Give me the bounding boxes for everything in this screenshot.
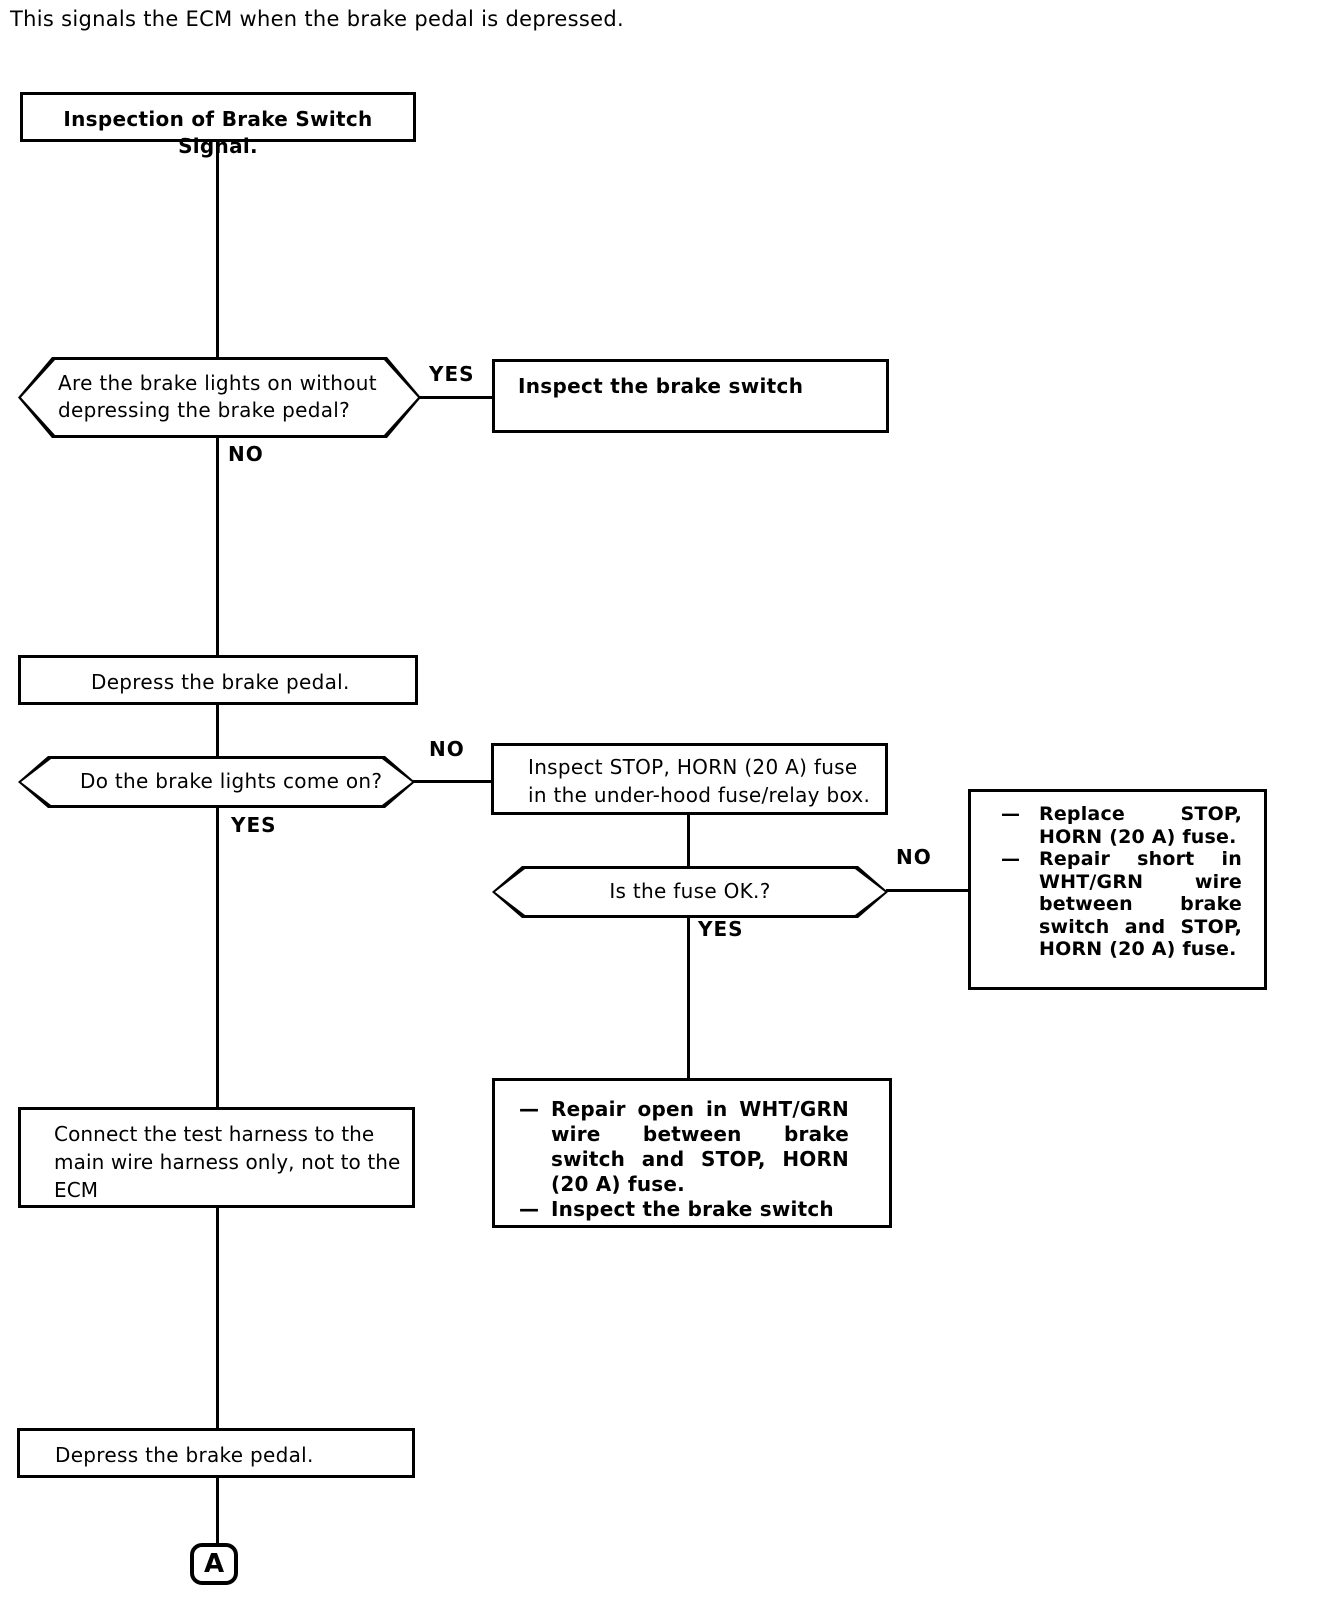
action-inspect-brake-switch: Inspect the brake switch (492, 359, 889, 433)
action-label: Depress the brake pedal. (55, 1443, 314, 1467)
action-label: Depress the brake pedal. (91, 670, 350, 694)
decision-brake-lights-without: Are the brake lights on without depressi… (18, 357, 421, 438)
action-text-line: Inspect STOP, HORN (20 A) fuse (528, 755, 858, 779)
intro-text: This signals the ECM when the brake peda… (10, 7, 624, 31)
edge-connect-to-depress2 (216, 1208, 219, 1428)
connector-a-label: A (203, 1549, 225, 1579)
action-replace-fuse: — Replace STOP, HORN (20 A) fuse. — Repa… (968, 789, 1267, 990)
decision-text: Is the fuse OK.? (609, 879, 771, 903)
connector-a: A (190, 1543, 238, 1585)
dash-bullet: — (1001, 803, 1021, 825)
dash-bullet: — (519, 1097, 540, 1121)
hexagon-fill (495, 869, 885, 915)
edge-label-no: NO (228, 442, 264, 466)
edge-fusebox-to-q3 (687, 814, 690, 868)
edge-label-yes: YES (698, 917, 744, 941)
edge-label-yes: YES (231, 813, 277, 837)
action-connect-test-harness: Connect the test harness to the main wir… (18, 1107, 415, 1208)
start-node-label: Inspection of Brake Switch Signal. (63, 107, 373, 158)
list-item: — Repair open in WHT/GRN wire between br… (519, 1097, 849, 1197)
edge-depress2-to-a (216, 1478, 219, 1544)
start-node: Inspection of Brake Switch Signal. (20, 92, 416, 158)
edge-q1-yes (419, 396, 493, 399)
list-item: — Replace STOP, HORN (20 A) fuse. (1001, 803, 1242, 848)
list-item-text: Repair short in WHT/GRN wire between bra… (1039, 848, 1242, 960)
action-text-line: in the under-hood fuse/relay box. (528, 783, 871, 807)
list-item: — Repair short in WHT/GRN wire between b… (1001, 848, 1242, 961)
action-label: Inspect the brake switch (518, 374, 804, 398)
edge-q2-yes (216, 807, 219, 1107)
edge-label-yes: YES (429, 362, 475, 386)
edge-q3-no (886, 889, 968, 892)
edge-start-to-q1 (216, 142, 219, 358)
edge-q3-yes (687, 916, 690, 1079)
decision-fuse-ok: Is the fuse OK.? (492, 866, 888, 918)
edge-depress1-to-q2 (216, 705, 219, 757)
edge-q1-no (216, 438, 219, 655)
list-item-text: Inspect the brake switch (551, 1197, 834, 1221)
edge-label-no: NO (429, 737, 465, 761)
action-depress-pedal-2: Depress the brake pedal. (17, 1428, 415, 1478)
hexagon-fill (21, 360, 418, 435)
dash-bullet: — (1001, 848, 1021, 870)
decision-text: Do the brake lights come on? (80, 769, 383, 793)
action-text-line: Connect the test harness to the (54, 1122, 375, 1146)
edge-label-no: NO (896, 845, 932, 869)
decision-text-line: Are the brake lights on without (58, 371, 377, 395)
action-inspect-fuse: Inspect STOP, HORN (20 A) fuse in the un… (491, 743, 888, 815)
action-text-line: main wire harness only, not to the (54, 1150, 401, 1174)
action-text-line: ECM (54, 1178, 99, 1202)
action-depress-pedal-1: Depress the brake pedal. (18, 655, 418, 705)
list-item-text: Repair open in WHT/GRN wire between brak… (551, 1097, 849, 1196)
action-repair-open: — Repair open in WHT/GRN wire between br… (492, 1078, 892, 1228)
list-item: — Inspect the brake switch (519, 1197, 849, 1222)
list-item-text: Replace STOP, HORN (20 A) fuse. (1039, 803, 1242, 848)
dash-bullet: — (519, 1197, 540, 1221)
decision-brake-lights-come-on: Do the brake lights come on? (18, 756, 415, 808)
hexagon-fill (21, 759, 412, 805)
decision-text-line: depressing the brake pedal? (58, 398, 351, 422)
edge-q2-no (413, 780, 492, 783)
